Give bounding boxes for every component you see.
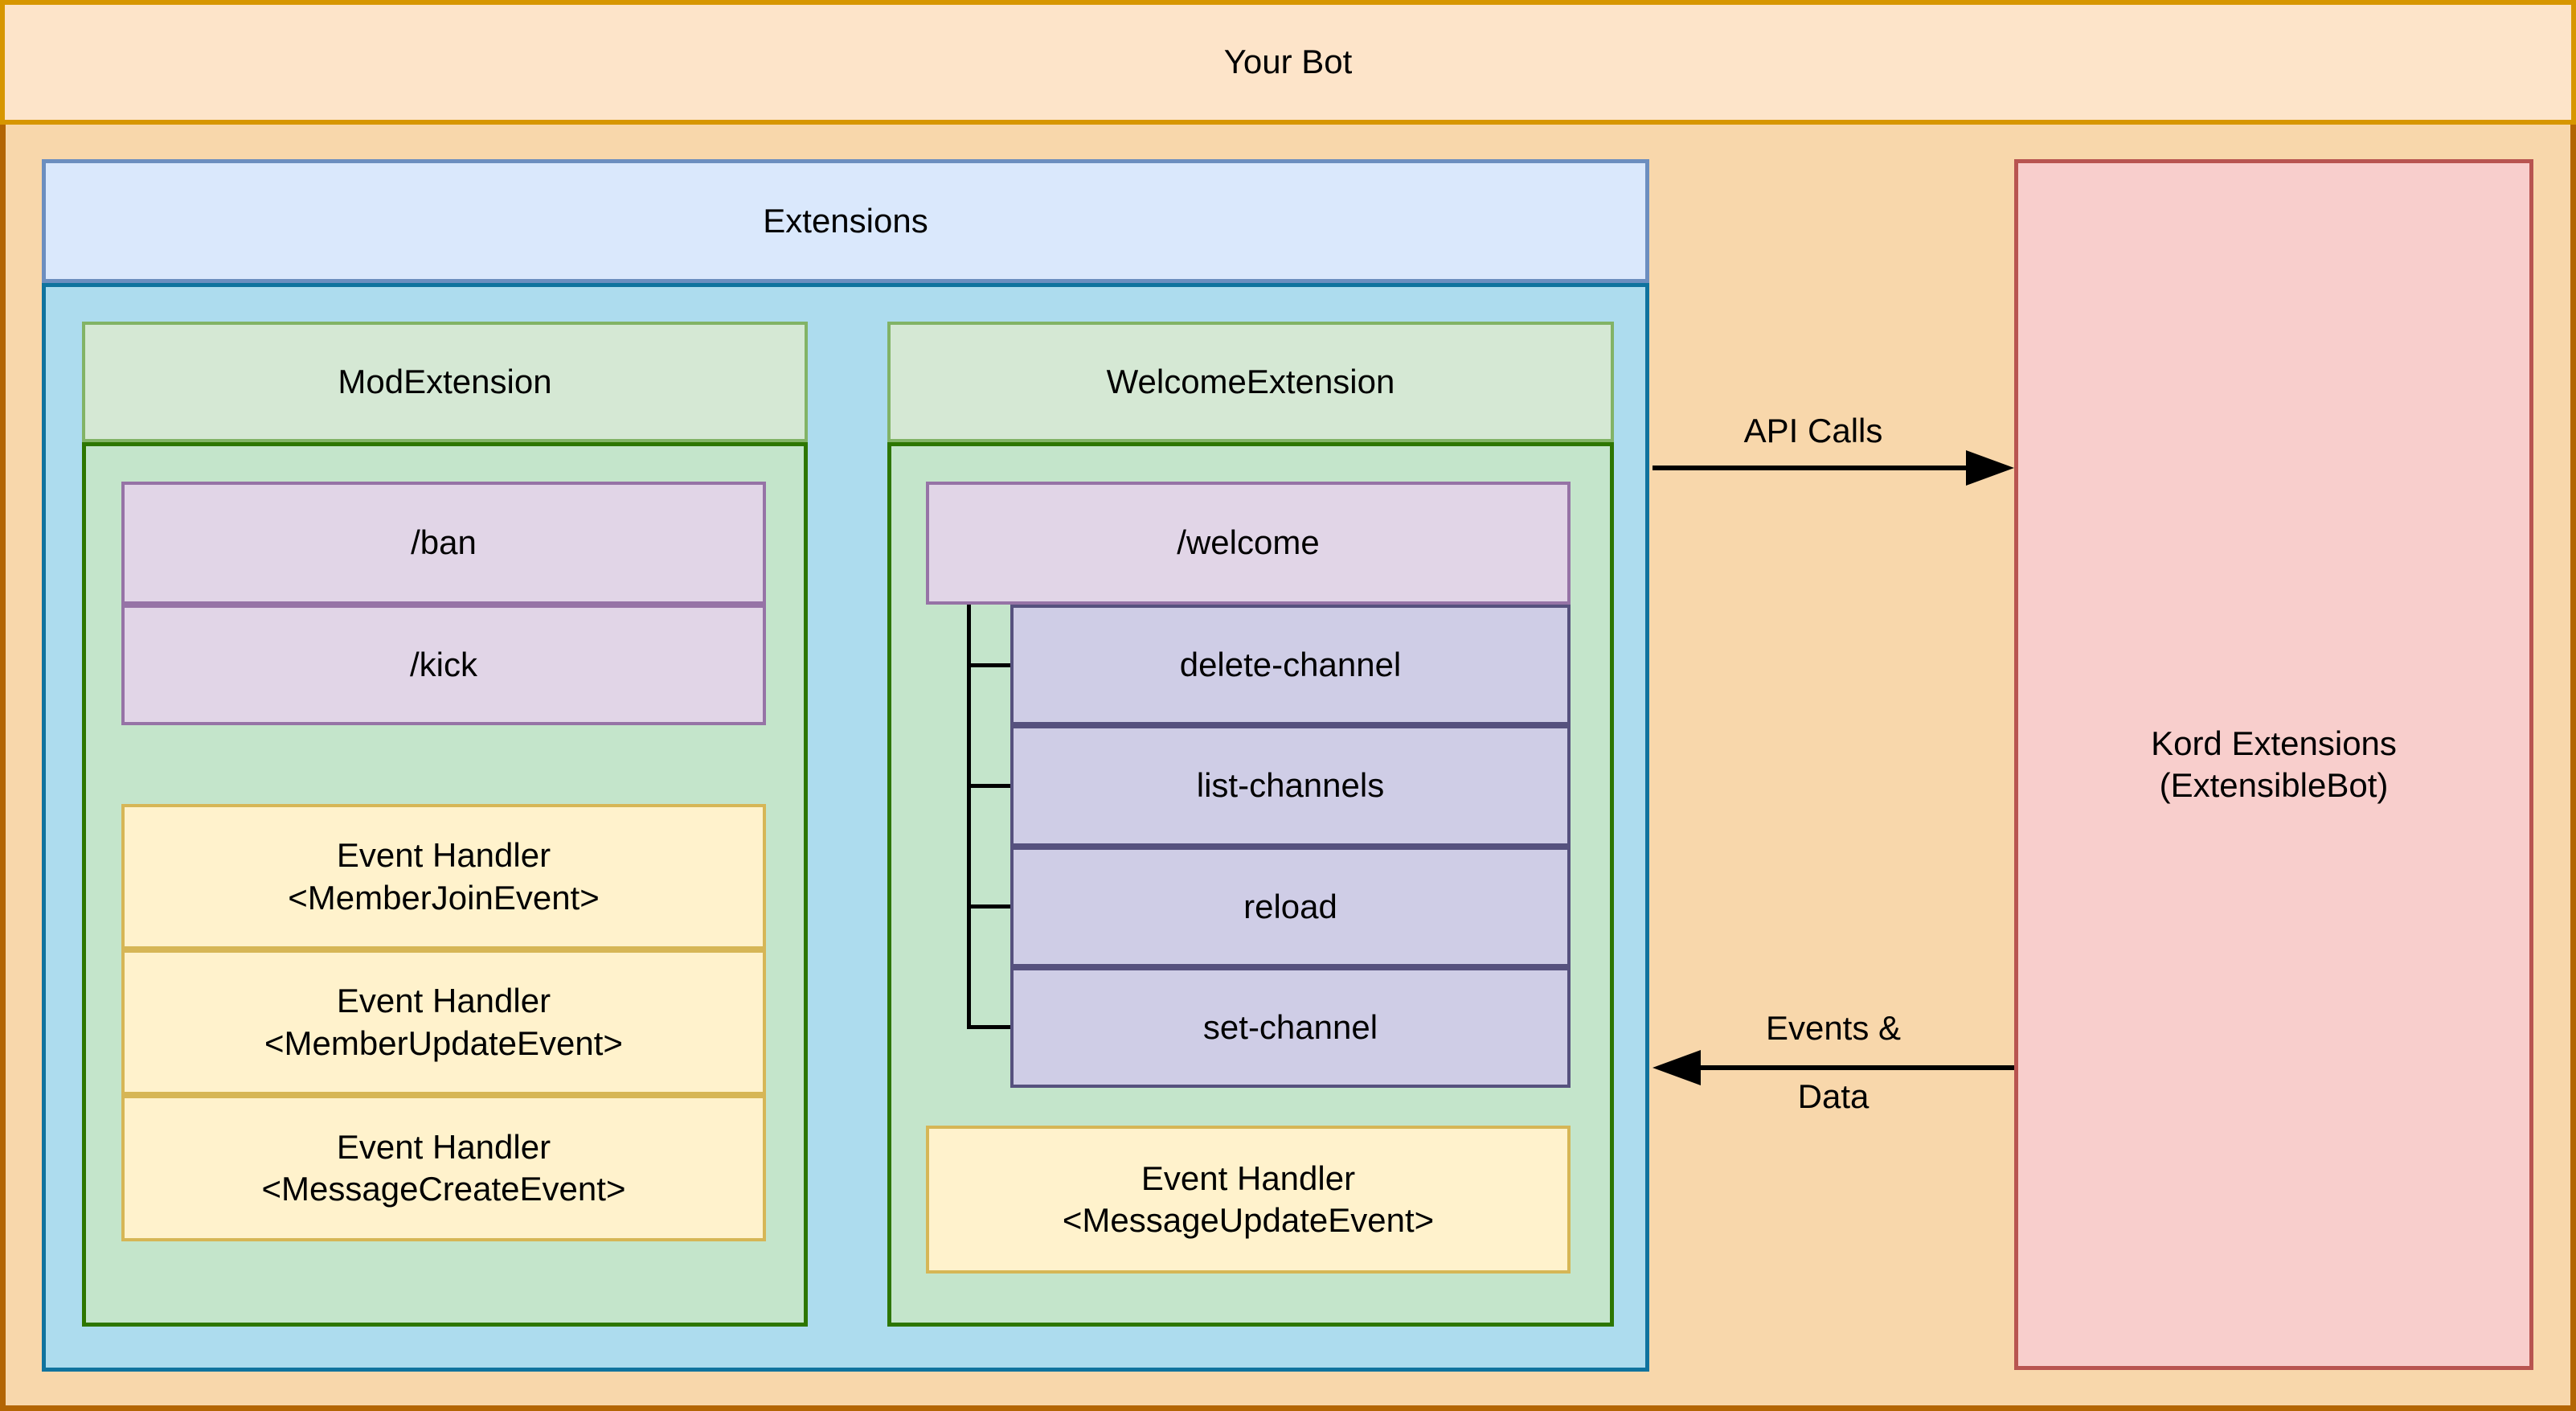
subcommand-list-channels: list-channels [1010, 725, 1571, 847]
mod-event-handler-member-update: Event Handler <MemberUpdateEvent> [121, 950, 766, 1095]
welcome-extension-label: WelcomeExtension [1106, 362, 1395, 400]
welcome-event-handler-message-update: Event Handler <MessageUpdateEvent> [926, 1126, 1571, 1274]
mod-extension-label: ModExtension [338, 362, 552, 400]
extensions-label: Extensions [763, 201, 928, 240]
subcommand-delete-channel: delete-channel [1010, 605, 1571, 725]
subcommand-tree-branch [967, 663, 1010, 667]
command-ban-label: /ban [411, 523, 477, 562]
api-calls-arrow-label: API Calls [1743, 412, 1883, 449]
subcommand-set-channel: set-channel [1010, 967, 1571, 1088]
kord-extensions-sublabel: (ExtensibleBot) [2159, 766, 2389, 804]
handler-event-type: <MemberUpdateEvent> [264, 1023, 623, 1062]
handler-title: Event Handler [1141, 1159, 1356, 1197]
kord-extensions-label: Kord Extensions [2151, 724, 2397, 762]
welcome-extension-header: WelcomeExtension [887, 322, 1614, 442]
command-kick: /kick [121, 605, 766, 725]
subcommand-label: delete-channel [1179, 645, 1402, 683]
extensions-header: Extensions [42, 159, 1649, 283]
events-data-arrow-line [1696, 1065, 2014, 1070]
events-data-arrowhead-icon [1652, 1050, 1701, 1085]
mod-event-handler-message-create: Event Handler <MessageCreateEvent> [121, 1095, 766, 1241]
events-data-arrow-label-line2: Data [1797, 1077, 1870, 1115]
handler-title: Event Handler [336, 1127, 551, 1166]
command-kick-label: /kick [410, 645, 477, 683]
subcommand-tree-branch [967, 784, 1010, 788]
api-calls-arrowhead-icon [1966, 450, 2014, 486]
command-welcome-label: /welcome [1177, 523, 1320, 562]
handler-title: Event Handler [336, 982, 551, 1019]
mod-event-handler-member-join: Event Handler <MemberJoinEvent> [121, 804, 766, 950]
subcommand-tree-branch [967, 1025, 1010, 1029]
mod-extension-header: ModExtension [82, 322, 808, 442]
handler-event-type: <MemberJoinEvent> [288, 878, 600, 917]
handler-title: Event Handler [336, 836, 551, 874]
command-ban: /ban [121, 482, 766, 605]
events-data-arrow-label-line1: Events & [1765, 1009, 1902, 1047]
handler-event-type: <MessageCreateEvent> [261, 1170, 626, 1208]
command-welcome: /welcome [926, 482, 1571, 605]
subcommand-label: list-channels [1196, 766, 1385, 805]
your-bot-titlebar: Your Bot [0, 0, 2576, 125]
handler-event-type: <MessageUpdateEvent> [1062, 1201, 1435, 1239]
subcommand-tree-trunk [967, 605, 971, 1029]
subcommand-label: reload [1243, 887, 1337, 925]
api-calls-arrow-line [1652, 466, 1974, 470]
your-bot-title: Your Bot [1223, 43, 1353, 81]
kord-extensions-box: Kord Extensions (ExtensibleBot) [2014, 159, 2533, 1370]
subcommand-reload: reload [1010, 847, 1571, 967]
subcommand-label: set-channel [1202, 1007, 1378, 1046]
subcommand-tree-branch [967, 904, 1010, 909]
